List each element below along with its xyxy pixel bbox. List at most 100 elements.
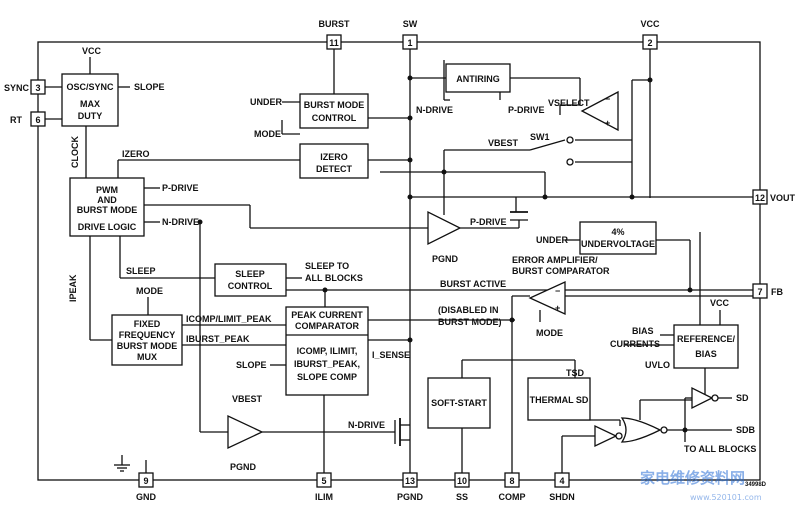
svg-text:11: 11 xyxy=(329,38,339,48)
svg-text:SS: SS xyxy=(456,492,468,502)
sleep-control-block: SLEEP CONTROL xyxy=(214,263,287,297)
svg-text:THERMAL SD: THERMAL SD xyxy=(530,395,589,405)
svg-text:SOFT-START: SOFT-START xyxy=(431,398,487,408)
clock-label: CLOCK xyxy=(70,136,80,168)
svg-text:PEAK CURRENT: PEAK CURRENT xyxy=(291,310,363,320)
sdb-label: SDB xyxy=(736,425,756,435)
svg-text:CONTROL: CONTROL xyxy=(228,281,273,291)
icomp-label: ICOMP/LIMIT_PEAK xyxy=(186,314,272,324)
pin-vcc: 2 VCC xyxy=(640,19,660,50)
error-amplifier: − + xyxy=(528,280,566,316)
svg-text:DRIVE LOGIC: DRIVE LOGIC xyxy=(78,222,137,232)
osc-vcc-label: VCC xyxy=(82,46,102,56)
svg-text:ANTIRING: ANTIRING xyxy=(456,74,500,84)
nor-gate xyxy=(620,417,668,443)
bias1-label: BIAS xyxy=(632,326,654,336)
peak-slope-label: SLOPE xyxy=(236,360,267,370)
svg-text:8: 8 xyxy=(509,476,514,486)
undervoltage-block: 4% UNDERVOLTAGE xyxy=(579,221,657,255)
bias2-label: CURRENTS xyxy=(610,339,660,349)
svg-text:SLEEP: SLEEP xyxy=(235,269,265,279)
svg-text:SW: SW xyxy=(403,19,418,29)
pwm-drive-logic-block: PWM AND BURST MODE DRIVE LOGIC xyxy=(69,177,145,237)
pin-gnd: 9 GND xyxy=(136,472,157,502)
peak-current-comparator-block: PEAK CURRENT COMPARATOR ICOMP, ILIMIT, I… xyxy=(285,306,369,396)
pin-fb: 7 FB xyxy=(752,283,783,299)
svg-text:GND: GND xyxy=(136,492,157,502)
svg-text:+: + xyxy=(605,118,610,128)
svg-text:12: 12 xyxy=(755,193,765,203)
uv-under-label: UNDER xyxy=(536,235,569,245)
junction-dots xyxy=(197,75,693,433)
watermark: 家电维修资料网 www.520101.com xyxy=(640,469,762,502)
svg-text:DETECT: DETECT xyxy=(316,164,353,174)
pwm-pdrive-label: P-DRIVE xyxy=(162,183,199,193)
svg-text:MUX: MUX xyxy=(137,352,157,362)
isense-label: I_SENSE xyxy=(372,350,410,360)
burst-active-label: BURST ACTIVE xyxy=(440,279,506,289)
wires xyxy=(45,49,753,473)
ea-mode-label: MODE xyxy=(536,328,563,338)
izero-detect-block: IZERO DETECT xyxy=(299,143,369,179)
mux-mode-label: MODE xyxy=(136,286,163,296)
svg-text:9: 9 xyxy=(143,476,148,486)
osc-sync-block: OSC/SYNC MAX DUTY xyxy=(61,73,119,127)
svg-text:PGND: PGND xyxy=(397,492,424,502)
svg-text:MAX: MAX xyxy=(80,99,100,109)
svg-text:REFERENCE/: REFERENCE/ xyxy=(677,334,736,344)
pin-rt: 6 RT xyxy=(10,111,46,127)
svg-text:FB: FB xyxy=(771,287,783,297)
nbuf-pgnd-label: PGND xyxy=(230,462,257,472)
svg-text:SHDN: SHDN xyxy=(549,492,575,502)
svg-text:OSC/SYNC: OSC/SYNC xyxy=(66,82,114,92)
svg-text:DUTY: DUTY xyxy=(78,111,103,121)
uvlo-label: UVLO xyxy=(645,360,670,370)
svg-text:−: − xyxy=(555,286,560,296)
svg-text:3: 3 xyxy=(35,83,40,93)
svg-text:VOUT: VOUT xyxy=(770,193,796,203)
svg-text:UNDERVOLTAGE: UNDERVOLTAGE xyxy=(581,239,655,249)
pin-sw: 1 SW xyxy=(402,19,418,50)
chip-outline xyxy=(37,41,761,481)
svg-text:ILIM: ILIM xyxy=(315,492,333,502)
sd-inverter xyxy=(691,386,719,410)
antiring-ndrive-label: N-DRIVE xyxy=(416,105,453,115)
svg-text:2: 2 xyxy=(647,38,652,48)
sw1-label: SW1 xyxy=(530,132,550,142)
svg-text:BURST MODE: BURST MODE xyxy=(117,341,178,351)
svg-text:7: 7 xyxy=(757,287,762,297)
nbuf-vbest-label: VBEST xyxy=(232,394,263,404)
svg-text:VCC: VCC xyxy=(640,19,660,29)
osc-slope-label: SLOPE xyxy=(134,82,165,92)
pin-ilim: 5 ILIM xyxy=(315,472,333,502)
soft-start-block: SOFT-START xyxy=(427,377,491,429)
part-id-label: 34998D xyxy=(745,482,767,488)
svg-text:BIAS: BIAS xyxy=(695,349,717,359)
svg-text:IZERO: IZERO xyxy=(320,152,348,162)
fixed-frequency-mux-block: FIXED FREQUENCY BURST MODE MUX xyxy=(111,314,183,366)
pin-vout: 12 VOUT xyxy=(752,189,796,205)
svg-text:家电维修资料网: 家电维修资料网 xyxy=(640,469,745,487)
pwm-ndrive-label: N-DRIVE xyxy=(162,217,199,227)
svg-text:www.520101.com: www.520101.com xyxy=(690,493,762,502)
pin-ss: 10 SS xyxy=(454,472,470,502)
pdrive-buffer xyxy=(427,210,462,246)
pgnd-label-top: PGND xyxy=(432,254,459,264)
svg-text:SYNC: SYNC xyxy=(4,83,30,93)
svg-text:AND: AND xyxy=(97,195,117,205)
izero-label: IZERO xyxy=(122,149,150,159)
svg-text:SLOPE COMP: SLOPE COMP xyxy=(297,372,357,382)
tsd-label: TSD xyxy=(566,368,585,378)
svg-text:COMP: COMP xyxy=(499,492,526,502)
sd-label: SD xyxy=(736,393,749,403)
vselect-comparator: − + xyxy=(580,90,619,132)
svg-text:RT: RT xyxy=(10,115,22,125)
reference-bias-block: REFERENCE/ BIAS xyxy=(673,324,739,369)
pin-pgnd: 13 PGND xyxy=(397,472,424,502)
pin-shdn: 4 SHDN xyxy=(549,472,575,502)
svg-text:BURST MODE: BURST MODE xyxy=(304,100,365,110)
pin-comp: 8 COMP xyxy=(499,472,526,502)
disabled2-label: BURST MODE) xyxy=(438,317,502,327)
sleep-label: SLEEP xyxy=(126,266,156,276)
